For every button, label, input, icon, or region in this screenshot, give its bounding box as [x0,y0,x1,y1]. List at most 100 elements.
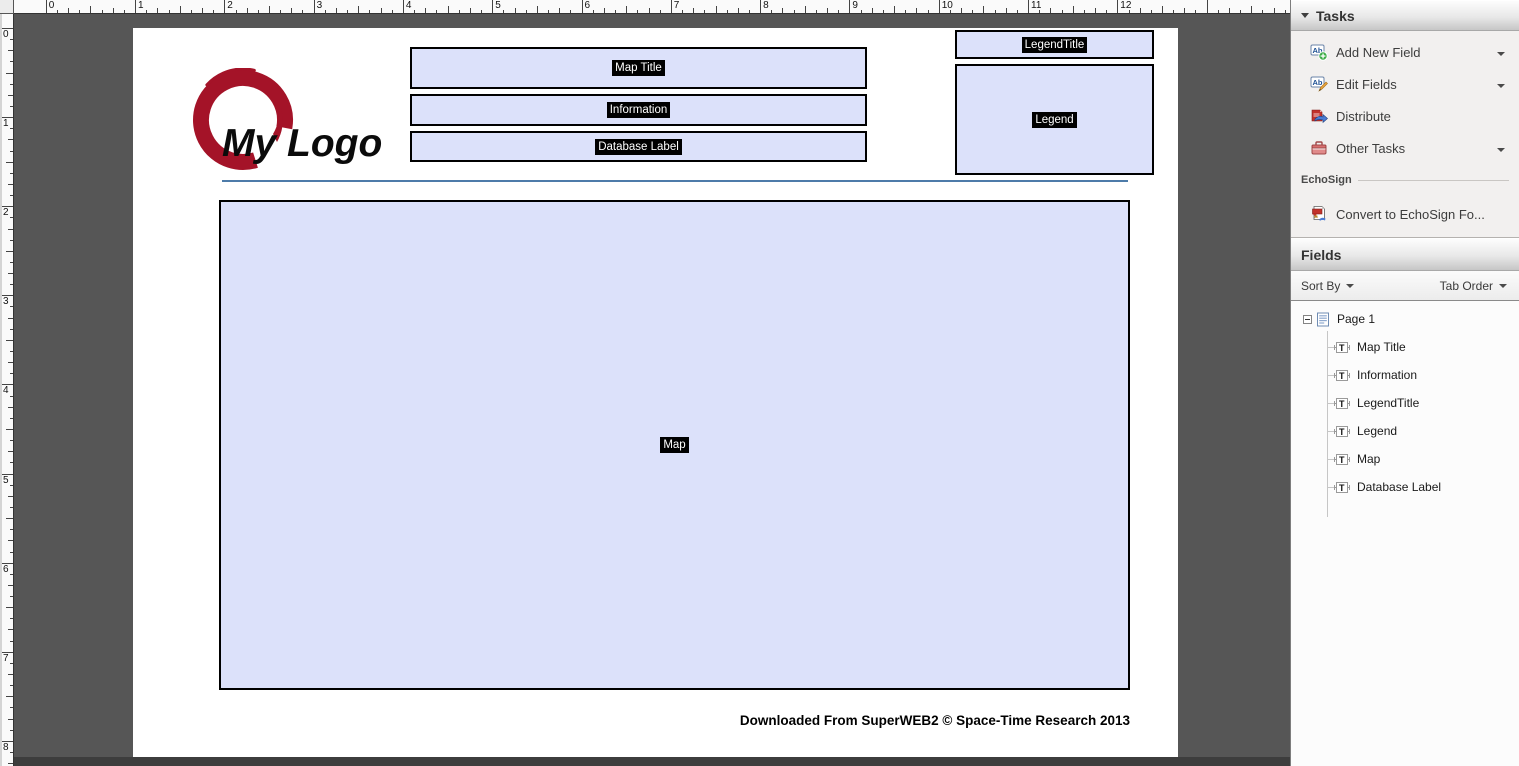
ruler-tick [112,8,114,13]
tree-item-label: Legend [1357,424,1398,438]
ruler-tick [324,10,326,13]
add-new-field-icon: Ab [1310,44,1328,61]
fields-panel-header: Fields [1291,238,1519,271]
ruler-tick [972,10,974,13]
dropdown-arrow-icon[interactable] [1497,43,1505,61]
collapse-triangle-icon [1301,13,1309,18]
task-convert-to-echosign[interactable]: Convert to EchoSign Fo... [1291,200,1519,228]
ruler-tick [871,8,873,13]
ruler-tick [10,306,13,308]
ruler-tick [10,751,13,753]
ruler-tick [10,573,13,575]
ruler-tick [2,28,13,29]
ruler-tick [10,440,13,442]
ruler-tick [715,6,717,13]
sort-by-button[interactable]: Sort By [1301,279,1355,293]
ruler-tick [581,0,583,13]
form-field-legend[interactable]: Legend [955,64,1154,175]
tab-order-button[interactable]: Tab Order [1440,279,1507,293]
tree-root-page-1[interactable]: Page 1 [1291,305,1519,333]
dropdown-arrow-icon [1346,283,1355,288]
ruler-tick [682,10,683,13]
ruler-tick [559,8,561,13]
ruler-tick [615,10,616,13]
fields-sort-bar: Sort By Tab Order [1291,271,1519,301]
task-add-new-field[interactable]: Ab Add New Field [1291,38,1519,66]
ruler-label: 5 [3,474,9,486]
logo-text: My Logo [222,122,383,165]
ruler-tick [1139,8,1141,13]
ruler-tick [10,618,13,620]
text-field-icon: T [1334,453,1350,465]
tasks-panel-header[interactable]: Tasks [1291,0,1519,31]
ruler-tick [8,362,13,364]
tree-connector-line [1327,347,1334,348]
ruler-tick [525,10,527,13]
ruler-tick [10,707,13,709]
form-field-legend-title[interactable]: LegendTitle [955,30,1154,59]
tree-connector-line [1327,375,1334,376]
right-sidebar: Tasks Ab Add New Field Ab Edit Fields [1290,0,1519,766]
my-logo: My Logo [173,64,493,204]
ruler-tick [1240,10,1242,13]
page-icon [1317,312,1329,326]
task-other-tasks[interactable]: Other Tasks [1291,134,1519,162]
ruler-tick [8,139,13,141]
ruler-tick [436,10,438,13]
ruler-tick [6,72,13,74]
ruler-tick [10,640,13,642]
tree-item-map-title[interactable]: T Map Title [1291,333,1519,361]
task-label: Add New Field [1336,44,1421,60]
text-field-icon: T [1334,341,1350,353]
tree-connector-line [1327,487,1334,488]
ruler-tick [1173,10,1175,13]
ruler-tick [10,662,13,664]
ruler-tick [1061,10,1063,13]
ruler-tick [503,10,505,13]
ruler-tick [8,718,13,720]
ruler-tick [1284,10,1286,13]
ruler-tick [6,161,13,163]
ruler-label: 11 [1031,0,1042,11]
ruler-tick [1262,10,1264,13]
ruler-tick [246,8,248,13]
ruler-tick [10,261,13,263]
tree-expander-icon[interactable] [1303,314,1312,324]
ruler-label: 3 [316,0,323,11]
ruler-tick [10,150,13,152]
echosign-section-header: EchoSign [1301,172,1509,188]
task-distribute[interactable]: Distribute [1291,102,1519,130]
ruler-tick [492,0,494,13]
header-divider-line [222,180,1128,182]
ruler-tick [90,6,92,13]
ruler-label: 0 [3,29,9,40]
form-field-information[interactable]: Information [410,94,867,126]
field-label-chip: Legend [1032,111,1077,128]
ruler-tick [135,0,136,13]
ruler-label: 6 [3,563,9,575]
ruler-tick [157,8,159,13]
svg-text:Ab: Ab [1313,46,1323,55]
ruler-label: 2 [227,0,233,11]
form-field-map[interactable]: Map [219,200,1130,690]
dropdown-arrow-icon[interactable] [1497,139,1505,157]
ruler-label: 4 [3,385,9,397]
ruler-tick [1162,6,1163,13]
ruler-tick [2,562,13,564]
dropdown-arrow-icon[interactable] [1497,75,1505,93]
task-edit-fields[interactable]: Ab Edit Fields [1291,70,1519,98]
field-label-chip: LegendTitle [1021,36,1088,53]
svg-text:T: T [1339,483,1345,493]
tree-item-label: Information [1357,368,1418,382]
canvas-bottom-strip [14,757,1290,766]
tree-item-label: Map Title [1357,340,1406,354]
form-field-database-label[interactable]: Database Label [410,131,867,162]
svg-text:T: T [1339,343,1345,353]
form-field-map-title[interactable]: Map Title [410,47,867,89]
